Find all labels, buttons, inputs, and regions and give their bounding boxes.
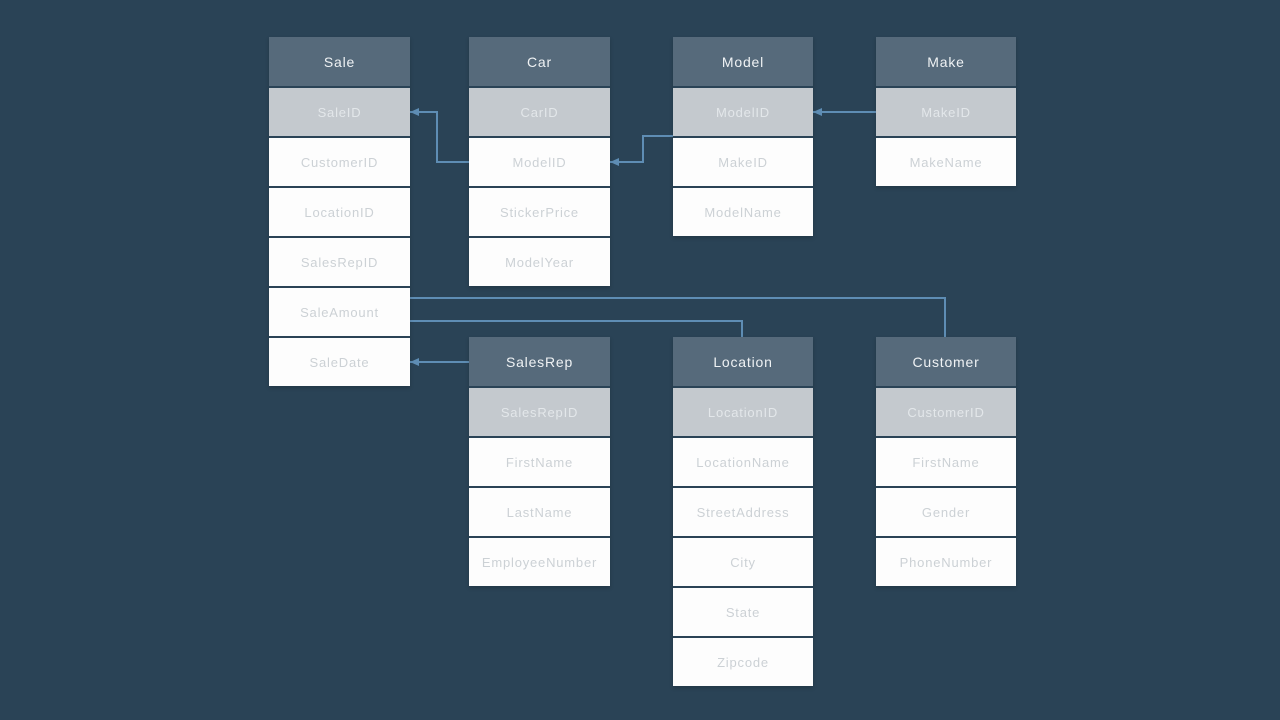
field-saleamount: SaleAmount (269, 288, 410, 336)
field-zipcode: Zipcode (673, 638, 813, 686)
table-header-sale: Sale (269, 37, 410, 86)
connector-arrow-sale-to-car (410, 108, 419, 116)
field-salesrepid: SalesRepID (269, 238, 410, 286)
field-phonenumber: PhoneNumber (876, 538, 1016, 586)
primary-key-carid: CarID (469, 88, 610, 136)
primary-key-salesrepid: SalesRepID (469, 388, 610, 436)
primary-key-customerid: CustomerID (876, 388, 1016, 436)
primary-key-saleid: SaleID (269, 88, 410, 136)
table-header-customer: Customer (876, 337, 1016, 386)
field-makename: MakeName (876, 138, 1016, 186)
table-header-location: Location (673, 337, 813, 386)
primary-key-modelid: ModelID (673, 88, 813, 136)
connector-sale-to-location (410, 320, 743, 338)
field-city: City (673, 538, 813, 586)
primary-key-makeid: MakeID (876, 88, 1016, 136)
field-customerid: CustomerID (269, 138, 410, 186)
connector-arrow-model-to-make (813, 108, 822, 116)
field-firstname: FirstName (876, 438, 1016, 486)
field-lastname: LastName (469, 488, 610, 536)
connector-sale-to-car (410, 111, 469, 163)
field-makeid: MakeID (673, 138, 813, 186)
field-locationname: LocationName (673, 438, 813, 486)
field-employeenumber: EmployeeNumber (469, 538, 610, 586)
field-firstname: FirstName (469, 438, 610, 486)
table-header-model: Model (673, 37, 813, 86)
table-header-car: Car (469, 37, 610, 86)
field-modelyear: ModelYear (469, 238, 610, 286)
connector-arrow-sale-to-salesrep (410, 358, 419, 366)
primary-key-locationid: LocationID (673, 388, 813, 436)
table-header-make: Make (876, 37, 1016, 86)
connector-arrow-car-to-model (610, 158, 619, 166)
table-header-salesrep: SalesRep (469, 337, 610, 386)
field-saledate: SaleDate (269, 338, 410, 386)
field-streetaddress: StreetAddress (673, 488, 813, 536)
connector-car-to-model (610, 135, 673, 163)
field-modelname: ModelName (673, 188, 813, 236)
field-gender: Gender (876, 488, 1016, 536)
connector-sale-to-customer (410, 297, 946, 338)
field-stickerprice: StickerPrice (469, 188, 610, 236)
field-locationid: LocationID (269, 188, 410, 236)
field-state: State (673, 588, 813, 636)
field-modelid: ModelID (469, 138, 610, 186)
